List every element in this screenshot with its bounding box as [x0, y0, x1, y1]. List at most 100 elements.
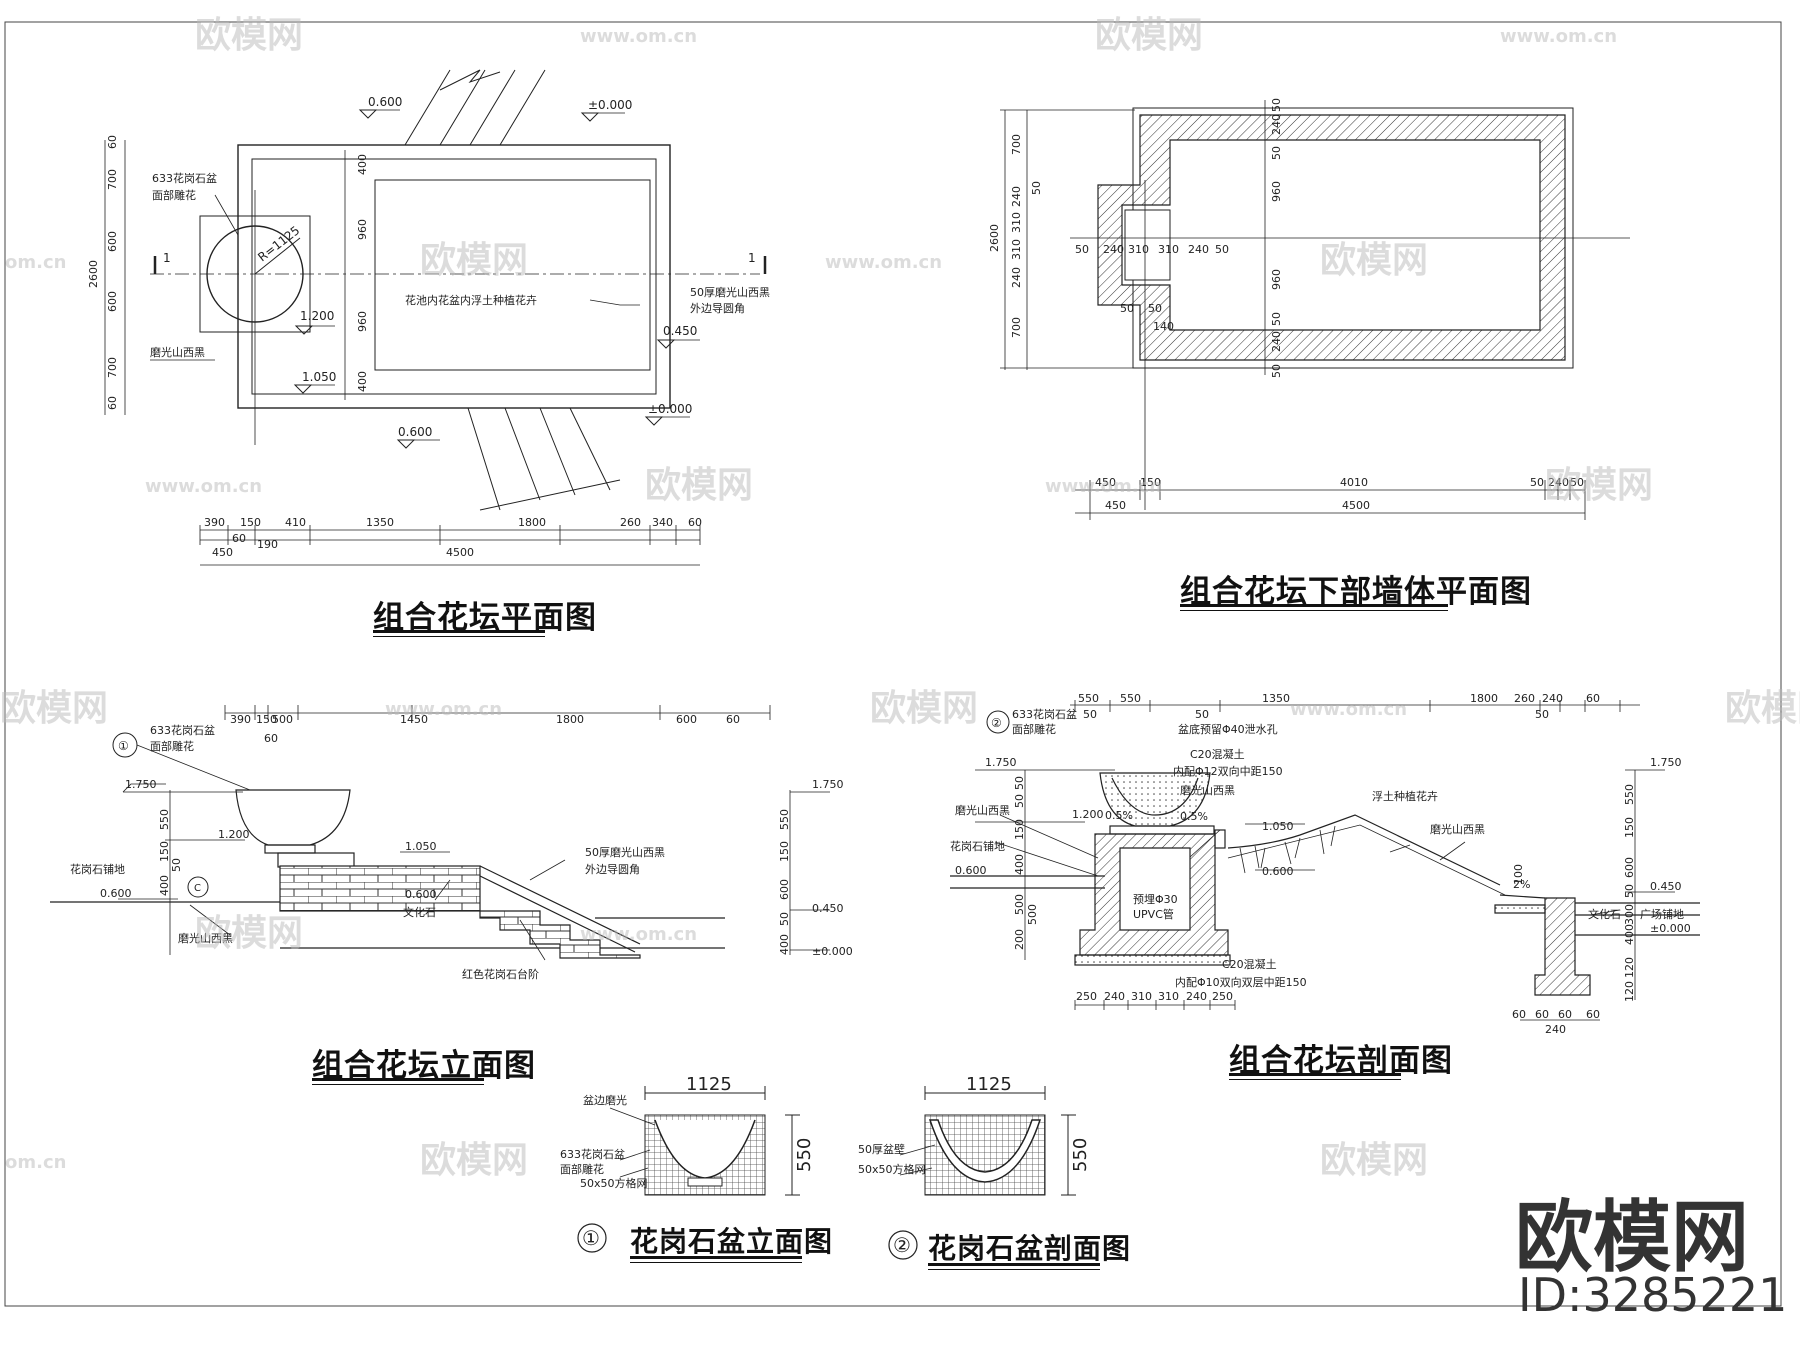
- sect-right-bottom: 60: [1558, 1008, 1572, 1021]
- wall-h-dim: 240: [1548, 476, 1569, 489]
- sect-v-left: 150: [1013, 819, 1026, 840]
- watermark-logo: 欧模网: [1545, 465, 1653, 506]
- elev-v-left: 400: [158, 875, 171, 896]
- watermark-url: www.om.cn: [1045, 476, 1162, 497]
- elev-v-right: 150: [778, 841, 791, 862]
- sect-bottom-dim: 240: [1104, 990, 1125, 1003]
- sect-note-pot-1: 633花岗石盆: [1012, 707, 1077, 721]
- wall-h-dim: 50: [1530, 476, 1544, 489]
- sect-note-pipe-2: UPVC管: [1133, 907, 1174, 921]
- sect-note-c20-1: C20混凝土: [1190, 747, 1245, 761]
- wall-h-inner: 240: [1188, 243, 1209, 256]
- wall-h-small: 50: [1120, 302, 1134, 315]
- watermark-logo: 欧模网: [0, 688, 108, 729]
- elev-note-culture: 文化石: [403, 905, 436, 919]
- sect-note-pot-2: 面部雕花: [1012, 722, 1056, 736]
- plan-h-dim: 340: [652, 516, 673, 529]
- sect-bottom-dim: 250: [1076, 990, 1097, 1003]
- elev-v-right: 600: [778, 879, 791, 900]
- wall-v-left: 310: [1010, 239, 1023, 260]
- sect-v-right: 550: [1623, 784, 1636, 805]
- sect-bottom-dim: 250: [1212, 990, 1233, 1003]
- wall-h-small: 50: [1148, 302, 1162, 315]
- sect-v-left: 500: [1013, 894, 1026, 915]
- watermark-logo: 欧模网: [420, 240, 528, 281]
- elev-top-dim: 600: [676, 713, 697, 726]
- sect-level-1050: 1.050: [1262, 820, 1294, 833]
- elev-mark-1: ①: [118, 739, 129, 753]
- sect-note-base-2: 内配Φ10双向双层中距150: [1175, 975, 1307, 989]
- plan-level-1050: 1.050: [302, 370, 336, 384]
- wall-h-dim: 450: [1105, 499, 1126, 512]
- wall-v-right: 240: [1270, 114, 1283, 135]
- sect-level-1750-left: 1.750: [985, 756, 1017, 769]
- elev-pot: [235, 789, 351, 846]
- elev-v-right: 50: [778, 912, 791, 926]
- elev-v-left: 150: [158, 841, 171, 862]
- plan-level-0600-top: 0.600: [368, 95, 402, 109]
- sect-right-wall: [1534, 897, 1591, 996]
- section-title-underline: [1229, 1073, 1401, 1076]
- pot-section-title-underline-thin: [928, 1269, 1100, 1270]
- plan-v-total: 2600: [87, 260, 100, 288]
- plan-h-dim: 260: [620, 516, 641, 529]
- sect-note-base-1: C20混凝土: [1222, 957, 1277, 971]
- sect-level-0000: ±0.000: [1650, 922, 1691, 935]
- plan-v-inner: 960: [356, 219, 369, 240]
- elev-note-paving: 花岗石铺地: [70, 863, 125, 876]
- sect-note-drain: 盆底预留Φ40泄水孔: [1178, 722, 1278, 736]
- pot-elevation-title: 花岗石盆立面图: [630, 1225, 834, 1258]
- wall-v-right: 960: [1270, 181, 1283, 202]
- wall-v-left-50: 50: [1030, 181, 1043, 195]
- wall-v-total: 2600: [988, 224, 1001, 252]
- elev-mark-c: C: [194, 883, 201, 894]
- wall-h-inner: 310: [1158, 243, 1179, 256]
- sect-level-0600-left: 0.600: [955, 864, 987, 877]
- watermark-url: www.om.cn: [580, 924, 697, 945]
- wall-h-dim: 50: [1570, 476, 1584, 489]
- pot-section-detail: [899, 1086, 1076, 1196]
- elev-level-0600-left: 0.600: [100, 887, 132, 900]
- watermark-url: www.om.cn: [1290, 699, 1407, 720]
- watermark-logo: 欧模网: [1725, 688, 1800, 729]
- wall-plan-view: [1000, 100, 1630, 520]
- sect-note-paving: 花岗石铺地: [950, 840, 1005, 853]
- elev-top-dim: 1800: [556, 713, 584, 726]
- watermark-url: www.om.cn: [1500, 26, 1617, 47]
- wall-v-right: 50: [1270, 98, 1283, 112]
- wall-h-inner: 240: [1103, 243, 1124, 256]
- wall-v-left: 240: [1010, 186, 1023, 207]
- elev-brick-wall: [279, 865, 481, 912]
- sect-slope-2: 0.5%: [1180, 810, 1208, 823]
- plan-h-dim: 60: [688, 516, 702, 529]
- sect-bottom-dim: 310: [1158, 990, 1179, 1003]
- watermark-url: www.om.cn: [385, 699, 502, 720]
- watermark-url: om.cn: [5, 1152, 66, 1173]
- pot-elevation-detail: [609, 1086, 800, 1196]
- sect-note-square: 广场铺地: [1640, 907, 1684, 921]
- sect-v-left: 50: [1013, 776, 1026, 790]
- sect-level-1750-right: 1.750: [1650, 756, 1682, 769]
- wall-v-right: 50: [1270, 146, 1283, 160]
- plan-note-stone: 磨光山西黑: [150, 345, 205, 359]
- sect-slope-1: 0.5%: [1105, 809, 1133, 822]
- sect-level-0600: 0.600: [1262, 865, 1294, 878]
- sect-v-right: 50: [1623, 884, 1636, 898]
- elev-note-black: 磨光山西黑: [178, 931, 233, 945]
- watermark-logo: 欧模网: [195, 15, 303, 56]
- plan-v-inner: 960: [356, 311, 369, 332]
- elevation-view: [50, 705, 830, 961]
- watermark-logo: 欧模网: [195, 913, 303, 954]
- plan-v-dim: 60: [106, 135, 119, 149]
- elev-slope: [479, 865, 641, 953]
- plan-note-edge-2: 外边导圆角: [690, 302, 745, 315]
- elev-level-1200: 1.200: [218, 828, 250, 841]
- plan-v-dim: 60: [106, 396, 119, 410]
- sect-dim-100: 100: [1512, 864, 1525, 885]
- sect-level-0450: 0.450: [1650, 880, 1682, 893]
- pot-e-width: 1125: [686, 1074, 732, 1095]
- plan-h-dim: 60: [232, 532, 246, 545]
- brand-logo-text: 欧模网: [1515, 1193, 1750, 1283]
- pot-s-note-2: 50x50方格网: [858, 1162, 926, 1176]
- sect-v-left: 200: [1013, 929, 1026, 950]
